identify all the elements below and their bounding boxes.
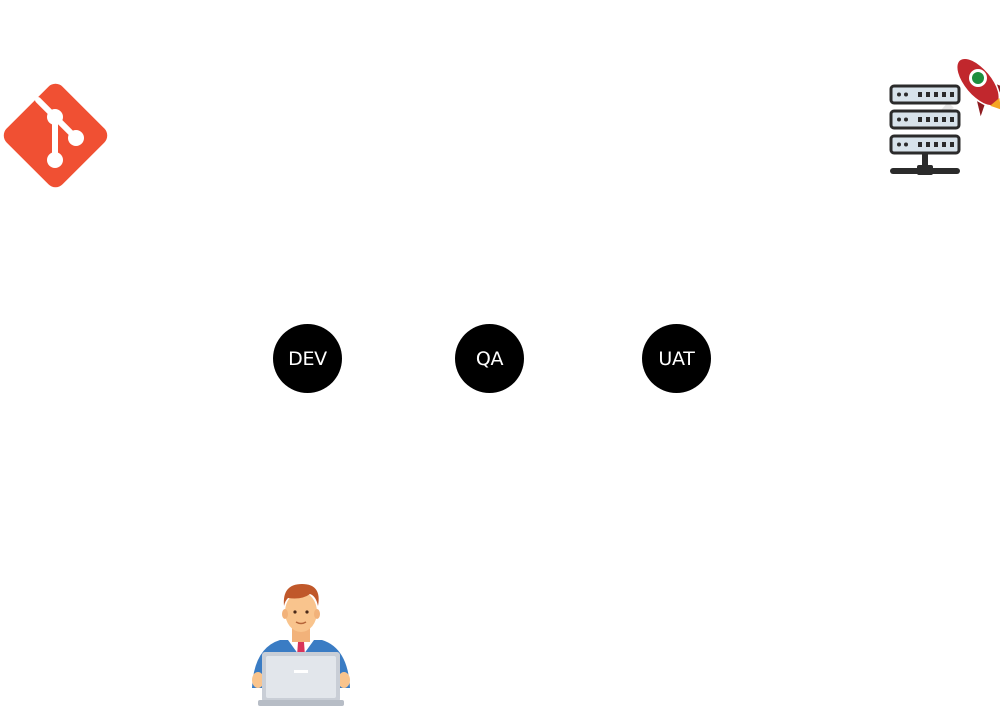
developer-laptop-icon [252, 584, 350, 706]
stage-dev[interactable]: DEV [273, 324, 342, 393]
stage-qa[interactable]: QA [455, 324, 524, 393]
stage-qa-label: QA [475, 347, 504, 370]
git-logo-icon [3, 83, 108, 188]
server-rocket-icon [889, 58, 1000, 175]
stage-uat-label: UAT [658, 347, 695, 370]
stage-dev-label: DEV [288, 347, 327, 370]
stage-uat[interactable]: UAT [642, 324, 711, 393]
